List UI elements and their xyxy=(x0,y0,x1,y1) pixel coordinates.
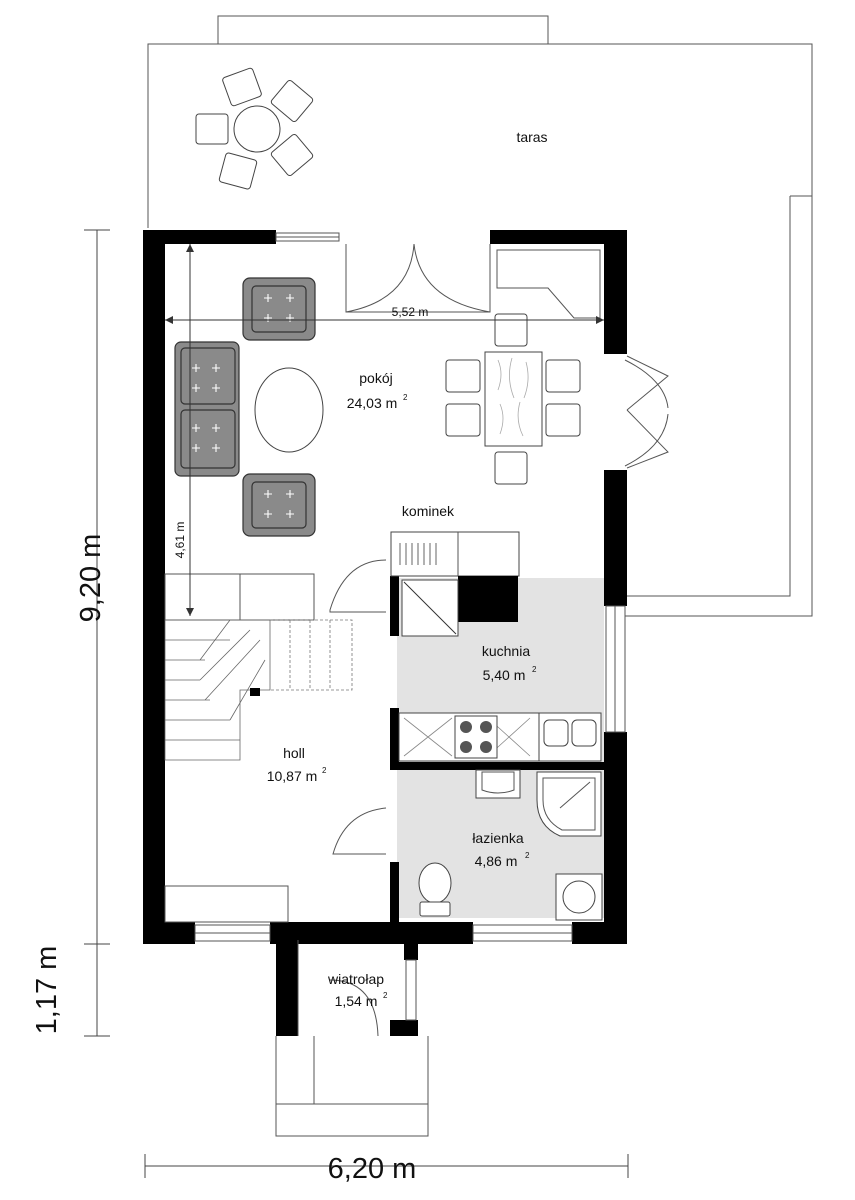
label-overall-height: 9,20 m xyxy=(75,534,107,623)
label-wiatrolap-sup: 2 xyxy=(383,991,388,1000)
room-width-dimension xyxy=(165,316,604,324)
room-depth-dimension xyxy=(186,244,194,616)
label-taras: taras xyxy=(516,129,547,145)
label-holl-area: 10,87 m xyxy=(267,768,318,784)
walls xyxy=(143,230,627,1036)
label-lazienka-sup: 2 xyxy=(525,851,530,860)
label-pokoj-sup: 2 xyxy=(403,393,408,402)
label-wiatrolap-name: wiatrołap xyxy=(327,971,384,987)
label-room-width: 5,52 m xyxy=(392,305,429,319)
terrace-table-set xyxy=(195,67,314,190)
corner-cabinet xyxy=(496,249,601,319)
terrace-outline xyxy=(147,15,813,617)
label-holl-name: holl xyxy=(283,745,305,761)
label-kuchnia-sup: 2 xyxy=(532,665,537,674)
fireplace xyxy=(390,531,520,577)
label-room-depth: 4,61 m xyxy=(173,522,187,559)
windows xyxy=(194,232,626,1021)
label-vestibule-depth: 1,17 m xyxy=(31,946,63,1035)
label-wiatrolap-area: 1,54 m xyxy=(335,993,378,1009)
label-pokoj-area: 24,03 m xyxy=(347,395,398,411)
dining-set xyxy=(445,313,581,485)
doors xyxy=(297,243,669,1104)
label-holl-sup: 2 xyxy=(322,766,327,775)
kitchen-fittings xyxy=(398,576,602,762)
label-lazienka-area: 4,86 m xyxy=(475,853,518,869)
label-pokoj-name: pokój xyxy=(359,370,392,386)
label-kuchnia-area: 5,40 m xyxy=(483,667,526,683)
label-lazienka-name: łazienka xyxy=(472,830,524,846)
label-kuchnia-name: kuchnia xyxy=(482,643,530,659)
overall-height-dimension xyxy=(84,229,110,1037)
bathroom-fittings xyxy=(418,769,603,921)
label-overall-width: 6,20 m xyxy=(328,1153,417,1185)
staircase xyxy=(164,573,353,923)
overall-width-dimension xyxy=(144,1154,629,1178)
label-kominek: kominek xyxy=(402,503,455,519)
vestibule-outline xyxy=(275,1036,429,1137)
living-furniture xyxy=(174,277,324,537)
